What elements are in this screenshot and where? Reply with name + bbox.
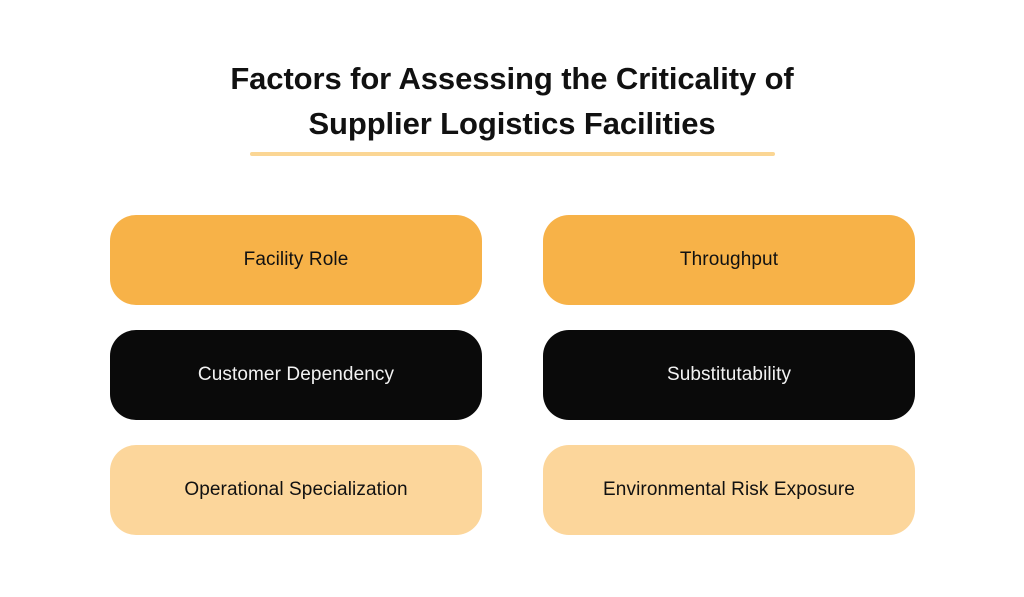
factor-card-customer-dependency[interactable]: Customer Dependency bbox=[110, 330, 482, 420]
factor-card-throughput[interactable]: Throughput bbox=[543, 215, 915, 305]
factor-card-substitutability[interactable]: Substitutability bbox=[543, 330, 915, 420]
page-title-line-2: Supplier Logistics Facilities bbox=[308, 106, 716, 141]
factor-card-label: Substitutability bbox=[666, 364, 792, 385]
factor-card-label: Facility Role bbox=[243, 249, 349, 270]
factor-card-label: Customer Dependency bbox=[197, 364, 395, 385]
factor-card-label: Throughput bbox=[679, 249, 779, 270]
factor-card-environmental-risk-exposure[interactable]: Environmental Risk Exposure bbox=[543, 445, 915, 535]
factor-card-label: Environmental Risk Exposure bbox=[603, 479, 855, 500]
factor-card-operational-specialization[interactable]: Operational Specialization bbox=[110, 445, 482, 535]
page-title: Factors for Assessing the Criticality of… bbox=[0, 56, 1024, 146]
title-underline-divider bbox=[250, 152, 775, 156]
factor-card-facility-role[interactable]: Facility Role bbox=[110, 215, 482, 305]
factor-card-label: Operational Specialization bbox=[184, 479, 408, 500]
factors-grid: Facility Role Throughput Customer Depend… bbox=[110, 215, 915, 535]
page-title-line-1: Factors for Assessing the Criticality of bbox=[230, 61, 794, 96]
